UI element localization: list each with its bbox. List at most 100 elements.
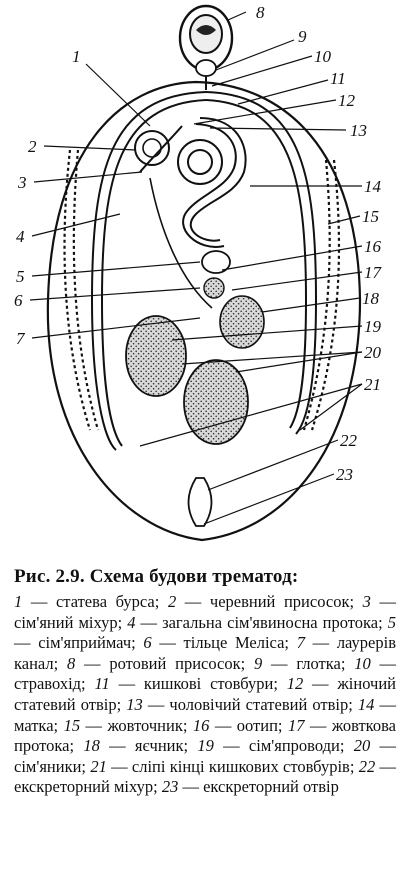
legend-item-text: — яєчник; xyxy=(99,736,198,756)
legend-item-text: — жовткова протока; xyxy=(14,715,396,756)
label-16: 16 xyxy=(364,237,382,256)
legend-item: 17 — жовткова протока; xyxy=(14,716,396,756)
legend-item: 23 — екскреторний отвір xyxy=(162,777,339,796)
legend-item-number: 21 xyxy=(90,756,107,776)
ovary xyxy=(219,295,265,349)
legend-item-number: 12 xyxy=(286,674,304,694)
legend-item-number: 17 xyxy=(287,715,305,735)
legend-item-number: 18 xyxy=(83,736,100,756)
label-5: 5 xyxy=(16,267,25,286)
intestinal-trunks xyxy=(90,91,318,451)
label-3: 3 xyxy=(17,173,27,192)
label-15: 15 xyxy=(362,207,379,226)
legend-item-number: 8 xyxy=(67,653,76,673)
legend-item-text: — сім'яники; xyxy=(14,736,396,776)
label-22: 22 xyxy=(340,431,358,450)
excretory-bladder xyxy=(187,477,213,527)
legend-item-number: 5 xyxy=(387,612,396,632)
label-12: 12 xyxy=(338,91,356,110)
label-17: 17 xyxy=(364,263,383,282)
label-20: 20 xyxy=(364,343,382,362)
legend-item: 19 — сім'япроводи; xyxy=(197,736,353,755)
legend-item: 11 — кишкові стовбури; xyxy=(94,674,286,693)
legend-item-number: 6 xyxy=(143,633,152,653)
legend-item: 22 — екскреторний міхур; xyxy=(14,757,396,797)
legend-item: 4 — загальна сім'явиносна протока; xyxy=(127,613,388,632)
legend-item-text: — лаурерів канал; xyxy=(14,633,396,673)
legend-item: 13 — чоловічий статевий отвір; xyxy=(126,695,358,714)
label-7: 7 xyxy=(16,329,26,348)
legend-item-number: 14 xyxy=(357,694,375,714)
caption-title: Рис. 2.9. Схема будови трематод: xyxy=(14,566,299,587)
legend-item-number: 2 xyxy=(167,592,177,611)
legend-item-number: 15 xyxy=(63,715,81,735)
legend-item-text: — стравохід; xyxy=(14,653,396,694)
legend-item-number: 4 xyxy=(127,612,136,632)
legend-item-number: 19 xyxy=(197,736,214,756)
legend-item-text: — сліпі кінці кишкових стовбурів; xyxy=(106,756,359,776)
body-outline xyxy=(46,80,362,542)
legend-item-text: — ротовий присосок; xyxy=(75,653,254,673)
legend-item: 20 — сім'яники; xyxy=(14,736,396,776)
legend-item-text: — жовточник; xyxy=(80,715,193,735)
legend-item: 5 — сім'яприймач; xyxy=(14,613,396,653)
legend-item-text: — жіночий статевий отвір; xyxy=(14,674,396,714)
mehlis-body xyxy=(203,277,225,299)
legend-item-text: — глотка; xyxy=(262,653,355,673)
legend-item-text: — сім'яний міхур; xyxy=(14,592,397,632)
legend-item-text: — сім'яприймач; xyxy=(14,633,144,653)
legend-item-text: — оотип; xyxy=(209,715,288,735)
legend-item-number: 3 xyxy=(362,592,371,611)
legend-item: 18 — яєчник; xyxy=(83,736,197,755)
legend-item-number: 22 xyxy=(358,756,376,776)
legend-item-text: — екскреторний отвір xyxy=(178,777,339,797)
cirrus-sac xyxy=(139,125,183,173)
label-19: 19 xyxy=(364,317,382,336)
testis-anterior xyxy=(125,315,187,397)
legend-item-number: 20 xyxy=(353,736,371,756)
testis-posterior xyxy=(183,359,249,445)
label-23: 23 xyxy=(336,465,353,484)
legend-item-text: — матка; xyxy=(14,694,397,735)
legend-item: 9 — глотка; xyxy=(254,654,354,673)
label-21: 21 xyxy=(364,375,381,394)
legend-item: 14 — матка; xyxy=(14,695,396,735)
legend-item-text: — статева бурса; xyxy=(22,592,168,611)
legend-item-number: 9 xyxy=(253,653,263,673)
label-8: 8 xyxy=(256,3,265,22)
label-9: 9 xyxy=(298,27,307,46)
label-6: 6 xyxy=(14,291,23,310)
vitellaria xyxy=(63,149,341,431)
seminal-receptacle xyxy=(201,250,231,274)
legend-item: 3 — сім'яний міхур; xyxy=(14,592,396,632)
legend-item: 21 — сліпі кінці кишкових стовбурів; xyxy=(90,757,358,776)
legend-item-number: 10 xyxy=(354,653,371,673)
label-10: 10 xyxy=(314,47,332,66)
legend-item-number: 23 xyxy=(161,777,179,797)
leader-lines xyxy=(29,11,363,525)
legend-item-text: — черевний присосок; xyxy=(176,592,363,611)
legend-item-number: 13 xyxy=(126,694,143,714)
figure-caption: Рис. 2.9. Схема будови трематод: 1 — ста… xyxy=(14,566,396,798)
label-18: 18 xyxy=(362,289,380,308)
label-4: 4 xyxy=(16,227,25,246)
figure-labels: 1 2 3 4 5 6 7 8 9 10 11 12 13 14 15 16 1… xyxy=(14,3,383,484)
legend-item-text: — кишкові стовбури; xyxy=(109,674,287,694)
trematode-diagram: 1 2 3 4 5 6 7 8 9 10 11 12 13 14 15 16 1… xyxy=(14,3,383,542)
label-1: 1 xyxy=(72,47,81,66)
oral-sucker xyxy=(178,4,234,77)
legend-item: 10 — стравохід; xyxy=(14,654,396,694)
legend-item-text: — сім'япроводи; xyxy=(213,736,354,756)
sperm-duct xyxy=(149,177,213,309)
legend-item: 8 — ротовий присосок; xyxy=(67,654,254,673)
legend-item: 16 — оотип; xyxy=(193,716,288,735)
legend-item: 12 — жіночий статевий отвір; xyxy=(14,674,396,714)
legend-item-number: 11 xyxy=(94,674,110,694)
legend-item-number: 1 xyxy=(14,592,23,611)
legend-item-number: 7 xyxy=(296,633,305,653)
legend-item-text: — тільце Меліса; xyxy=(151,633,297,653)
legend-item-text: — загальна сім'явиносна протока; xyxy=(135,612,388,632)
legend-item-number: 16 xyxy=(192,715,210,735)
legend-item-text: — чоловічий статевий отвір; xyxy=(142,694,358,714)
label-14: 14 xyxy=(364,177,382,196)
